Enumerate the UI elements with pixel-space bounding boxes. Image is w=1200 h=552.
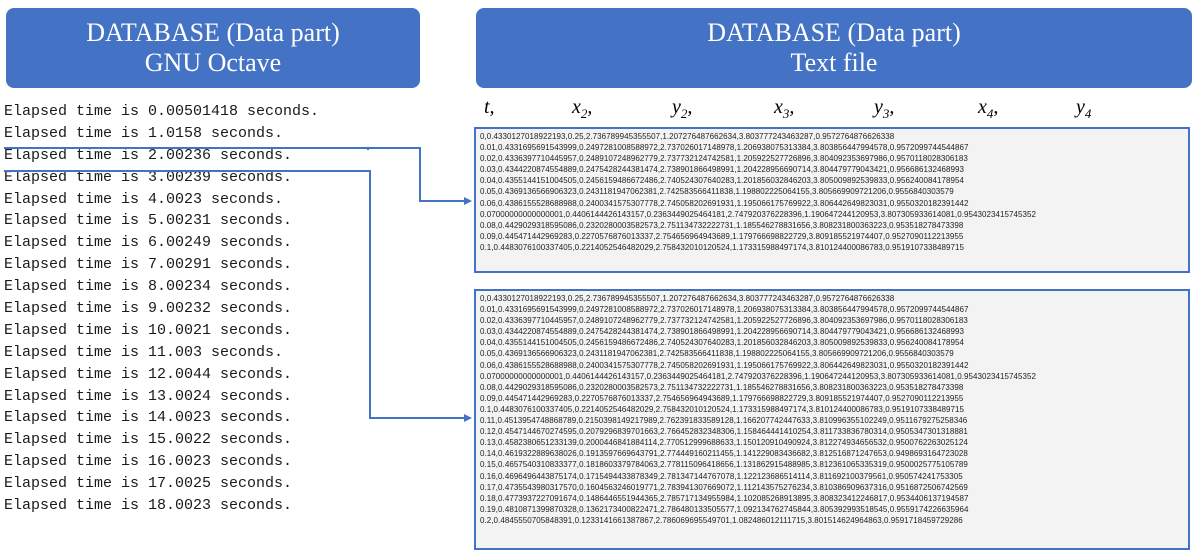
left-title-line2: GNU Octave (144, 48, 282, 77)
data-row: 0.14,0.4619322889638026,0.19135976696437… (480, 449, 968, 459)
elapsed-time-line: Elapsed time is 7.00291 seconds. (4, 256, 293, 274)
data-row: 0,0.4330127018922193,0.25,2.736789945355… (480, 132, 895, 141)
right-panel-title-banner: DATABASE (Data part) Text file (476, 8, 1192, 88)
data-row: 0.05,0.4369136566906323,0.24311819470623… (480, 187, 954, 197)
data-row: 0.12,0.4547144670274595,0.20792968397016… (480, 427, 968, 437)
data-row: 0.04,0.4355144151004505,0.24561594866724… (480, 338, 964, 348)
left-title-line1: DATABASE (Data part) (86, 18, 340, 47)
elapsed-time-line: Elapsed time is 5.00231 seconds. (4, 212, 293, 230)
data-row: 0.13,0.4582380651233139,0.20004468418841… (480, 438, 968, 448)
header-y3: y3, (874, 96, 895, 121)
elapsed-time-line: Elapsed time is 13.0024 seconds. (4, 387, 293, 405)
elapsed-time-line: Elapsed time is 15.0022 seconds. (4, 431, 293, 449)
elapsed-time-line: Elapsed time is 6.00249 seconds. (4, 234, 293, 252)
elapsed-time-line: Elapsed time is 4.0023 seconds. (4, 190, 284, 208)
header-t: t, (484, 96, 495, 118)
elapsed-time-line: Elapsed time is 14.0023 seconds. (4, 409, 293, 427)
octave-elapsed-output: Elapsed time is 0.00501418 seconds. Elaps… (4, 101, 464, 517)
data-row: 0.11,0.4513954748868789,0.21503981492179… (480, 416, 968, 426)
elapsed-time-line: Elapsed time is 1.0158 seconds. (4, 124, 284, 142)
elapsed-time-line: Elapsed time is 0.00501418 seconds. (4, 103, 320, 120)
data-row: 0.19,0.4810871399870328,0.13621734008224… (480, 504, 969, 514)
data-row: 0.07000000000000001,0.4406144426143157,0… (480, 371, 1036, 381)
data-row: 0.16,0.4696496443875174,0.17154944338783… (480, 471, 963, 481)
right-title-line2: Text file (790, 48, 878, 77)
text-file-excerpt-bottom: 0,0.4330127018922193,0.25,2.736789945355… (474, 289, 1190, 550)
header-x3: x3, (774, 96, 795, 121)
data-row: 0.05,0.4369136566906323,0.24311819470623… (480, 349, 954, 359)
data-row: 0.08,0.4429029318595086,0.23202800035825… (480, 382, 964, 392)
data-row: 0.08,0.4429029318595086,0.23202800035825… (480, 220, 964, 230)
elapsed-time-line: Elapsed time is 11.003 seconds. (4, 343, 284, 361)
header-x4: x4, (978, 96, 999, 121)
data-row: 0.02,0.4336397710445957,0.24891072489627… (480, 154, 968, 164)
header-y2: y2, (672, 96, 693, 121)
data-row: 0.03,0.4344220874554889,0.24754282443814… (480, 327, 964, 337)
data-row: 0.17,0.4735543980317570,0.16045632460197… (480, 482, 968, 492)
header-y4: y4 (1076, 96, 1092, 121)
right-title-line1: DATABASE (Data part) (707, 18, 961, 47)
data-row: 0.2,0.4845550705848391,0.123314166138786… (480, 515, 963, 525)
data-row: 0.07000000000000001,0.4406144426143157,0… (480, 209, 1036, 219)
column-header-row: t, x2, y2, x3, y3, x4, y4 (476, 96, 1192, 124)
left-panel-title-banner: DATABASE (Data part) GNU Octave (6, 8, 420, 88)
data-row: 0.1,0.4483076100337405,0.221405254648202… (480, 242, 964, 252)
elapsed-time-line: Elapsed time is 2.00236 seconds. (4, 146, 293, 164)
text-file-excerpt-top: 0,0.4330127018922193,0.25,2.736789945355… (474, 127, 1190, 273)
data-row: 0.06,0.4386155528688988,0.24003415753077… (480, 198, 969, 208)
data-row: 0.01,0.4331695691543999,0.24972810085889… (480, 305, 969, 315)
elapsed-time-line: Elapsed time is 18.0023 seconds. (4, 497, 293, 515)
data-row: 0.09,0.445471442969283,0.227057687601333… (480, 231, 964, 241)
elapsed-time-line: Elapsed time is 9.00232 seconds. (4, 300, 293, 318)
data-row: 0.03,0.4344220874554889,0.24754282443814… (480, 165, 964, 175)
elapsed-time-line: Elapsed time is 16.0023 seconds. (4, 453, 293, 471)
data-row: 0.09,0.445471442969283,0.227057687601333… (480, 393, 964, 403)
elapsed-time-line: Elapsed time is 12.0044 seconds. (4, 365, 293, 383)
header-x2: x2, (572, 96, 593, 121)
elapsed-time-line: Elapsed time is 3.00239 seconds. (4, 168, 293, 186)
data-row: 0.18,0.4773937227091674,0.14864465519443… (480, 493, 969, 503)
data-row: 0.06,0.4386155528688988,0.24003415753077… (480, 360, 969, 370)
elapsed-time-line: Elapsed time is 8.00234 seconds. (4, 278, 293, 296)
data-row: 0.15,0.4657540310833377,0.18186033797840… (480, 460, 968, 470)
data-row: 0.04,0.4355144151004505,0.24561594866724… (480, 176, 964, 186)
elapsed-time-line: Elapsed time is 10.0021 seconds. (4, 321, 293, 339)
data-row: 0,0.4330127018922193,0.25,2.736789945355… (480, 294, 895, 303)
elapsed-time-line: Elapsed time is 17.0025 seconds. (4, 475, 293, 493)
data-row: 0.1,0.4483076100337405,0.221405254648202… (480, 404, 964, 414)
data-row: 0.01,0.4331695691543999,0.24972810085889… (480, 143, 969, 153)
data-row: 0.02,0.4336397710445957,0.24891072489627… (480, 316, 968, 326)
